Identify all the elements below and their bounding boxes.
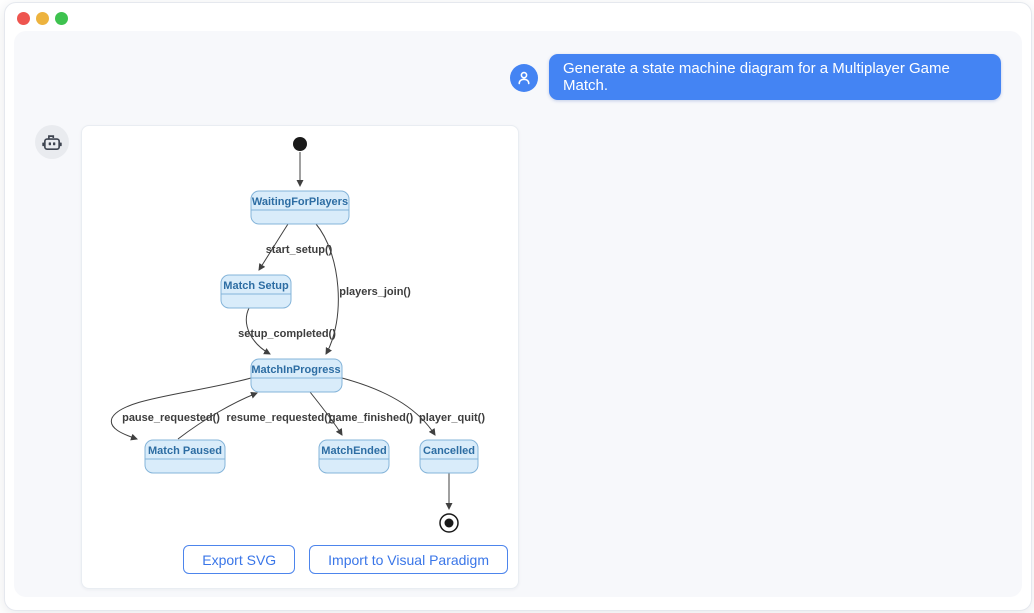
import-visual-paradigm-button[interactable]: Import to Visual Paradigm bbox=[309, 545, 508, 574]
user-avatar bbox=[510, 64, 538, 92]
person-icon bbox=[518, 71, 530, 85]
transition-start-setup bbox=[258, 223, 289, 271]
transition-label: setup_completed() bbox=[238, 328, 336, 340]
state-machine-diagram: start_setup() players_join() setup_compl… bbox=[110, 137, 485, 533]
transition-label: player_quit() bbox=[419, 412, 485, 424]
state-node-cancelled: Cancelled bbox=[419, 439, 479, 474]
transition-pause-requested bbox=[110, 377, 252, 441]
transition-players-join bbox=[315, 223, 339, 355]
user-message-text: Generate a state machine diagram for a M… bbox=[563, 60, 950, 94]
state-label: Match Setup bbox=[223, 280, 289, 292]
export-svg-button[interactable]: Export SVG bbox=[183, 545, 296, 574]
state-label: MatchEnded bbox=[321, 445, 386, 457]
state-node-waitingforplayers: WaitingForPlayers bbox=[250, 190, 350, 225]
state-node-match-paused: Match Paused bbox=[144, 439, 226, 474]
transition-game-finished bbox=[309, 391, 343, 436]
chat-panel: Generate a state machine diagram for a M… bbox=[14, 31, 1022, 597]
transition-setup-completed bbox=[245, 307, 271, 355]
transition-label: game_finished() bbox=[329, 412, 414, 424]
state-node-matchinprogress: MatchInProgress bbox=[250, 358, 343, 393]
bot-avatar bbox=[35, 125, 69, 159]
diagram-actions: Export SVG Import to Visual Paradigm bbox=[183, 545, 508, 574]
transition-label: start_setup() bbox=[266, 244, 333, 256]
titlebar bbox=[5, 3, 1031, 33]
transition-label: pause_requested() bbox=[122, 412, 220, 424]
state-label: Match Paused bbox=[148, 445, 222, 457]
state-node-match-setup: Match Setup bbox=[220, 274, 292, 309]
app-window: Generate a state machine diagram for a M… bbox=[4, 2, 1032, 611]
state-label: Cancelled bbox=[423, 445, 475, 457]
close-button[interactable] bbox=[17, 11, 30, 25]
state-label: MatchInProgress bbox=[251, 364, 340, 376]
robot-icon bbox=[42, 135, 62, 150]
transition-label: players_join() bbox=[339, 286, 411, 298]
final-state-node bbox=[439, 513, 459, 533]
initial-state-node bbox=[293, 137, 307, 151]
user-message-bubble: Generate a state machine diagram for a M… bbox=[549, 54, 1001, 100]
state-node-matchended: MatchEnded bbox=[318, 439, 390, 474]
transition-resume-requested bbox=[177, 391, 258, 440]
minimize-button[interactable] bbox=[36, 11, 49, 25]
zoom-button[interactable] bbox=[55, 11, 68, 25]
transition-label: resume_requested() bbox=[226, 412, 331, 424]
diagram-card: start_setup() players_join() setup_compl… bbox=[81, 125, 519, 589]
state-label: WaitingForPlayers bbox=[252, 196, 348, 208]
transition-player-quit bbox=[341, 377, 436, 436]
